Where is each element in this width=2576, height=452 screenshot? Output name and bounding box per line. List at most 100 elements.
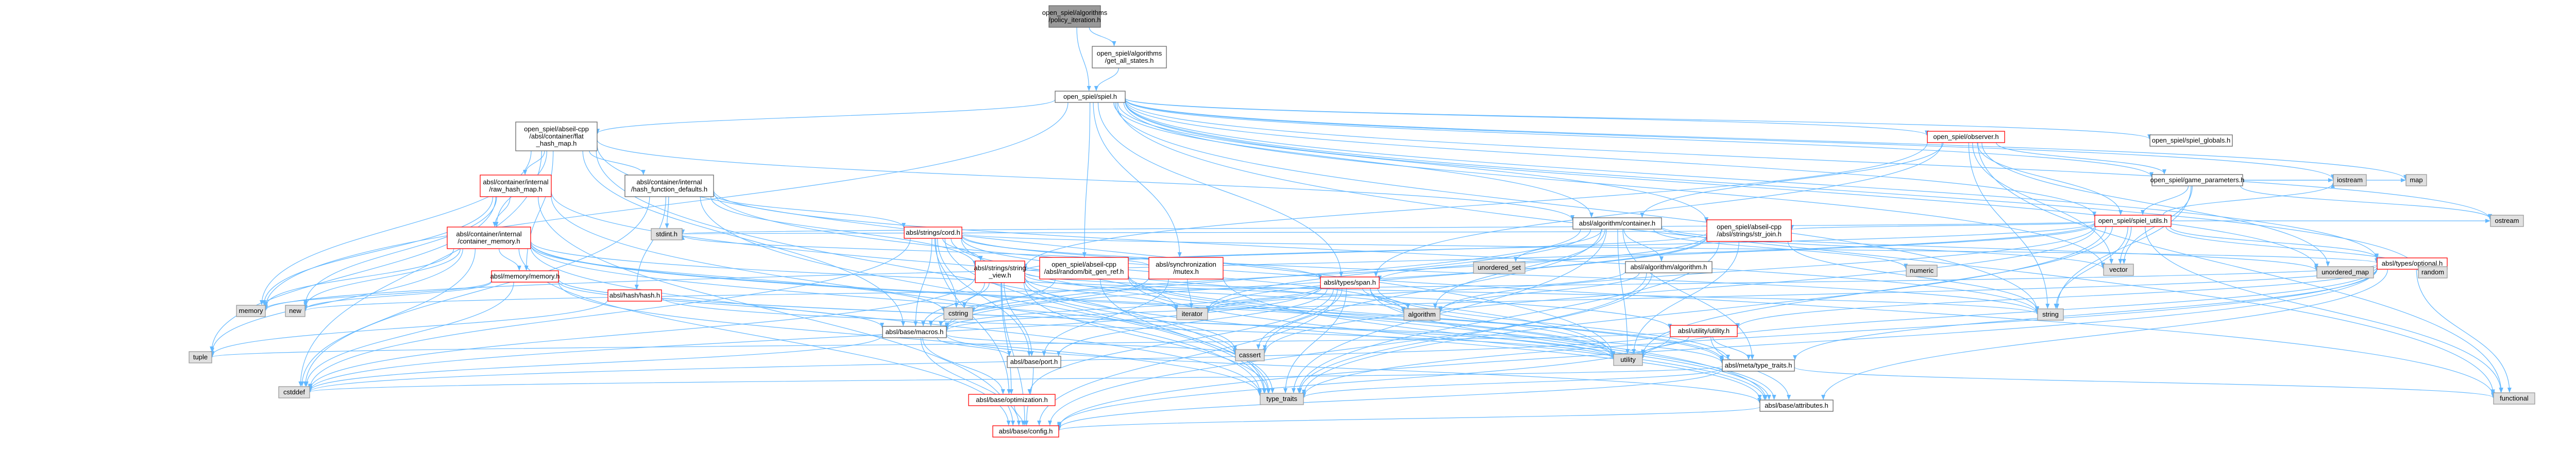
node-label-line: /absl/strings/str_join.h <box>1717 230 1782 238</box>
edge-cord_h-to-string_view <box>942 238 983 261</box>
node-label-line: open_spiel/algorithms <box>1042 9 1108 16</box>
node-label-line: cstring <box>948 309 968 317</box>
edge-optional_h-to-macros_h <box>945 265 2378 332</box>
node-label-line: absl/container/internal <box>456 230 521 238</box>
edge-spiel-to-sys_ostream <box>1125 99 2492 220</box>
edge-game_parameters-to-spiel_utils <box>2141 185 2189 215</box>
node-spiel[interactable]: open_spiel/spiel.h <box>1055 91 1126 103</box>
edge-spiel_utils-to-span_h <box>1378 223 2095 281</box>
node-type-traits-h[interactable]: absl/meta/type_traits.h <box>1722 359 1795 372</box>
node-game-parameters[interactable]: open_spiel/game_parameters.h <box>2150 174 2245 186</box>
edge-spiel-to-span_h <box>1097 102 1344 277</box>
node-box <box>607 289 662 302</box>
node-label-line: ostream <box>2495 217 2519 224</box>
node-observer-h[interactable]: open_spiel/observer.h <box>1927 131 2005 143</box>
node-label-line: absl/algorithm/container.h <box>1579 219 1655 227</box>
node-sys-memory: memory <box>236 305 266 317</box>
node-box <box>189 351 212 363</box>
node-sys-cstdint: stdint.h <box>651 228 683 240</box>
node-raw-hash-map[interactable]: absl/container/internal/raw_hash_map.h <box>480 175 552 197</box>
node-spiel-globals[interactable]: open_spiel/spiel_globals.h <box>2149 134 2233 147</box>
node-label-line: functional <box>2500 394 2529 402</box>
node-sys-map: map <box>2405 174 2427 186</box>
node-utility-h[interactable]: absl/utility/utility.h <box>1670 325 1738 337</box>
node-flat-hash-map[interactable]: open_spiel/abseil-cpp/absl/container/fla… <box>515 121 598 151</box>
edge-memory_h-to-sys_cstddef <box>304 282 514 387</box>
edge-spiel-to-sys_iostream <box>1125 99 2335 180</box>
node-hash-h[interactable]: absl/hash/hash.h <box>607 289 662 302</box>
node-macros-h[interactable]: absl/base/macros.h <box>882 326 947 338</box>
edge-observer_h-to-sys_string <box>1968 142 2050 309</box>
edge-observer_h-to-sys_functional <box>1977 142 2503 393</box>
node-container-memory[interactable]: absl/container/internal/container_memory… <box>447 227 531 249</box>
edge-memory_h-to-sys_new <box>303 281 492 310</box>
node-cord-h[interactable]: absl/strings/cord.h <box>904 227 962 239</box>
node-get-all-states[interactable]: open_spiel/algorithms/get_all_states.h <box>1092 46 1167 68</box>
node-label-line: /get_all_states.h <box>1105 57 1154 64</box>
node-algo-container[interactable]: absl/algorithm/container.h <box>1572 217 1662 230</box>
node-box <box>2333 174 2367 186</box>
node-box <box>2151 174 2243 186</box>
node-hash-function-defaults[interactable]: absl/container/internal/hash_function_de… <box>624 175 714 197</box>
edge-algo_container-to-sys_cassert <box>1263 229 1602 351</box>
node-sys-string: string <box>2037 308 2064 321</box>
node-box <box>624 175 714 197</box>
edge-algo_container-to-type_traits_h <box>1622 229 1755 360</box>
node-spiel-utils[interactable]: open_spiel/spiel_utils.h <box>2094 215 2172 227</box>
node-label-line: new <box>289 307 301 315</box>
node-port-h[interactable]: absl/base/port.h <box>1007 356 1061 368</box>
node-attributes-h[interactable]: absl/base/attributes.h <box>1759 399 1834 412</box>
node-box <box>1706 219 1792 242</box>
edge-raw_hash_map-to-sys_memory <box>262 196 494 305</box>
edge-container_memory-to-sys_type_traits <box>530 246 1262 395</box>
node-str-join[interactable]: open_spiel/abseil-cpp/absl/strings/str_j… <box>1706 219 1792 242</box>
edge-cord_h-to-optional_h <box>961 233 2379 264</box>
node-label-line: open_spiel/algorithms <box>1097 49 1162 57</box>
node-algorithm-h[interactable]: absl/algorithm/algorithm.h <box>1625 261 1713 273</box>
edge-flat_hash_map-to-sys_type_traits <box>596 150 1267 393</box>
node-label-line: numeric <box>1910 267 1934 274</box>
edge-span_h-to-attributes_h <box>1370 288 1776 400</box>
edge-spiel_utils-to-str_join <box>1790 221 2095 230</box>
node-box <box>515 121 598 151</box>
edge-hash_function_defaults-to-hash_h <box>634 196 666 290</box>
node-sys-vector: vector <box>2103 264 2134 276</box>
node-config-h[interactable]: absl/base/config.h <box>992 425 1059 438</box>
node-string-view[interactable]: absl/strings/string_view.h <box>974 260 1026 283</box>
node-label-line: _hash_map.h <box>536 140 577 147</box>
node-memory-h[interactable]: absl/memory/memory.h <box>490 270 560 283</box>
node-mutex-h[interactable]: absl/synchronization/mutex.h <box>1148 257 1224 280</box>
node-box <box>2103 264 2134 276</box>
edge-optimization_h-to-config_h <box>1014 405 1025 426</box>
edge-spiel-to-sys_string <box>1114 102 2039 312</box>
edge-algo_container-to-sys_type_traits <box>1291 229 1607 393</box>
edge-raw_hash_map-to-sys_type_traits <box>551 196 1262 393</box>
node-span-h[interactable]: absl/types/span.h <box>1320 276 1380 289</box>
edge-type_traits_h-to-sys_cstddef <box>309 366 1723 393</box>
edge-spiel-to-optional_h <box>1125 101 2379 260</box>
edge-utility_h-to-sys_tuple <box>211 331 1671 358</box>
node-label-line: absl/synchronization <box>1156 260 1216 268</box>
node-bit-gen-ref[interactable]: open_spiel/abseil-cpp/absl/random/bit_ge… <box>1039 257 1129 280</box>
edge-raw_hash_map-to-sys_tuple <box>210 196 496 352</box>
edge-optional_h-to-utility_h <box>1736 267 2378 328</box>
edge-cord_h-to-sys_string <box>961 235 2039 315</box>
node-label-line: absl/strings/string <box>974 264 1026 272</box>
node-box <box>992 425 1059 438</box>
node-root[interactable]: open_spiel/algorithms/policy_iteration.h <box>1042 5 1108 28</box>
node-label-line: random <box>2421 268 2444 276</box>
edge-string_view-to-sys_cstddef <box>308 276 976 390</box>
edge-spiel_utils-to-optional_h <box>2170 226 2379 259</box>
node-box <box>1473 262 1526 274</box>
node-optimization-h[interactable]: absl/base/optimization.h <box>968 394 1056 406</box>
edge-macros_h-to-sys_cstddef <box>308 335 883 391</box>
edge-observer_h-to-string_view <box>1023 142 1928 269</box>
edge-optional_h-to-attributes_h <box>1821 269 2388 400</box>
edge-string_view-to-sys_cstring <box>962 282 990 308</box>
node-box <box>882 326 947 338</box>
node-label-line: vector <box>2109 266 2128 273</box>
node-box <box>1759 399 1834 412</box>
node-label-line: /absl/random/bit_gen_ref.h <box>1044 268 1124 275</box>
edge-spiel-to-sys_random <box>1125 101 2420 271</box>
